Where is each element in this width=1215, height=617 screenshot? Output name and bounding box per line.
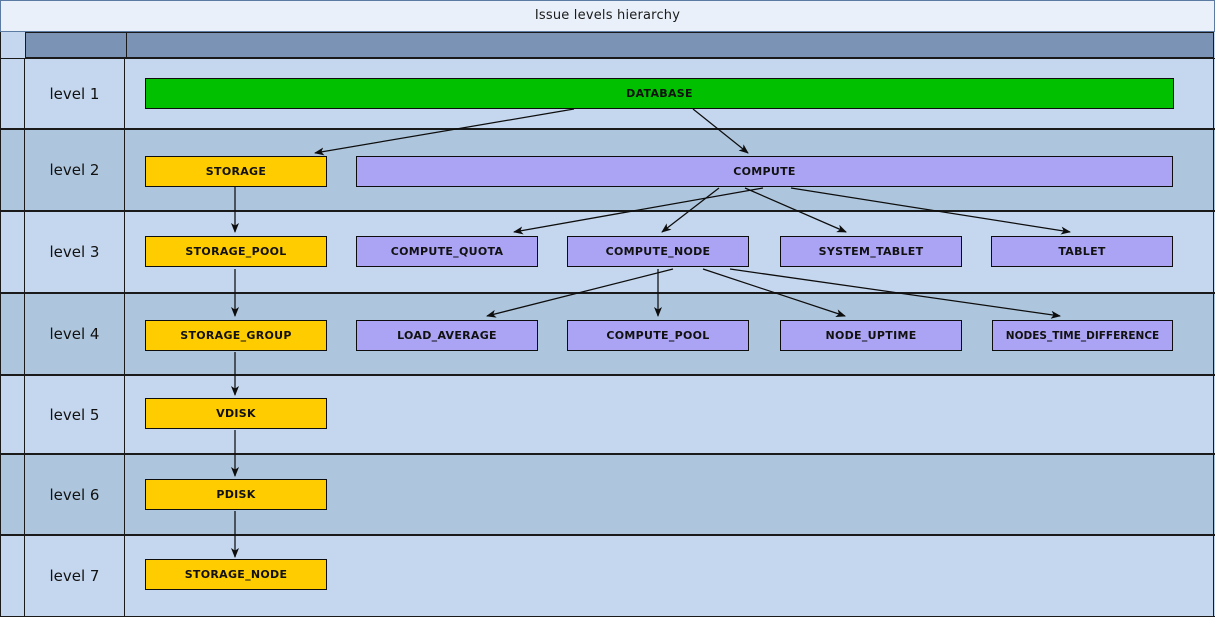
node-database[interactable]: DATABASE [145,78,1174,109]
level-label: level 7 [49,567,100,585]
row-spine [0,455,25,534]
node-compute[interactable]: COMPUTE [356,156,1173,187]
level-label-cell: level 3 [25,212,125,292]
node-compute-pool[interactable]: COMPUTE_POOL [567,320,749,351]
level-label: level 4 [49,325,100,343]
node-nodes-time-difference[interactable]: NODES_TIME_DIFFERENCE [992,320,1173,351]
level-label-cell: level 2 [25,130,125,210]
node-storage-pool[interactable]: STORAGE_POOL [145,236,327,267]
row-spine [0,376,25,453]
table-right-border [1213,32,1214,617]
header-column-divider [126,33,127,57]
row-spine [0,536,25,616]
table-left-border [0,32,1,617]
node-storage-group[interactable]: STORAGE_GROUP [145,320,327,351]
node-compute-node[interactable]: COMPUTE_NODE [567,236,749,267]
row-spine [0,212,25,292]
level-label-cell: level 1 [25,59,125,128]
node-storage-node[interactable]: STORAGE_NODE [145,559,327,590]
page-title: Issue levels hierarchy [534,8,681,23]
node-node-uptime[interactable]: NODE_UPTIME [780,320,962,351]
level-label: level 1 [49,84,100,103]
row-spine [0,294,25,374]
level-label: level 3 [49,243,100,261]
level-label-cell: level 6 [25,455,125,534]
table-header-band [25,32,1214,58]
node-compute-quota[interactable]: COMPUTE_QUOTA [356,236,538,267]
node-vdisk[interactable]: VDISK [145,398,327,429]
node-storage[interactable]: STORAGE [145,156,327,187]
level-label: level 6 [49,485,100,504]
node-tablet[interactable]: TABLET [991,236,1173,267]
level-label-cell: level 7 [25,536,125,616]
node-pdisk[interactable]: PDISK [145,479,327,510]
level-label-cell: level 5 [25,376,125,453]
level-label-cell: level 4 [25,294,125,374]
level-label: level 2 [49,161,100,179]
node-system-tablet[interactable]: SYSTEM_TABLET [780,236,962,267]
row-spine [0,130,25,210]
node-load-average[interactable]: LOAD_AVERAGE [356,320,538,351]
level-label: level 5 [49,405,100,424]
row-spine [0,59,25,128]
diagram-title-band [0,0,1215,32]
